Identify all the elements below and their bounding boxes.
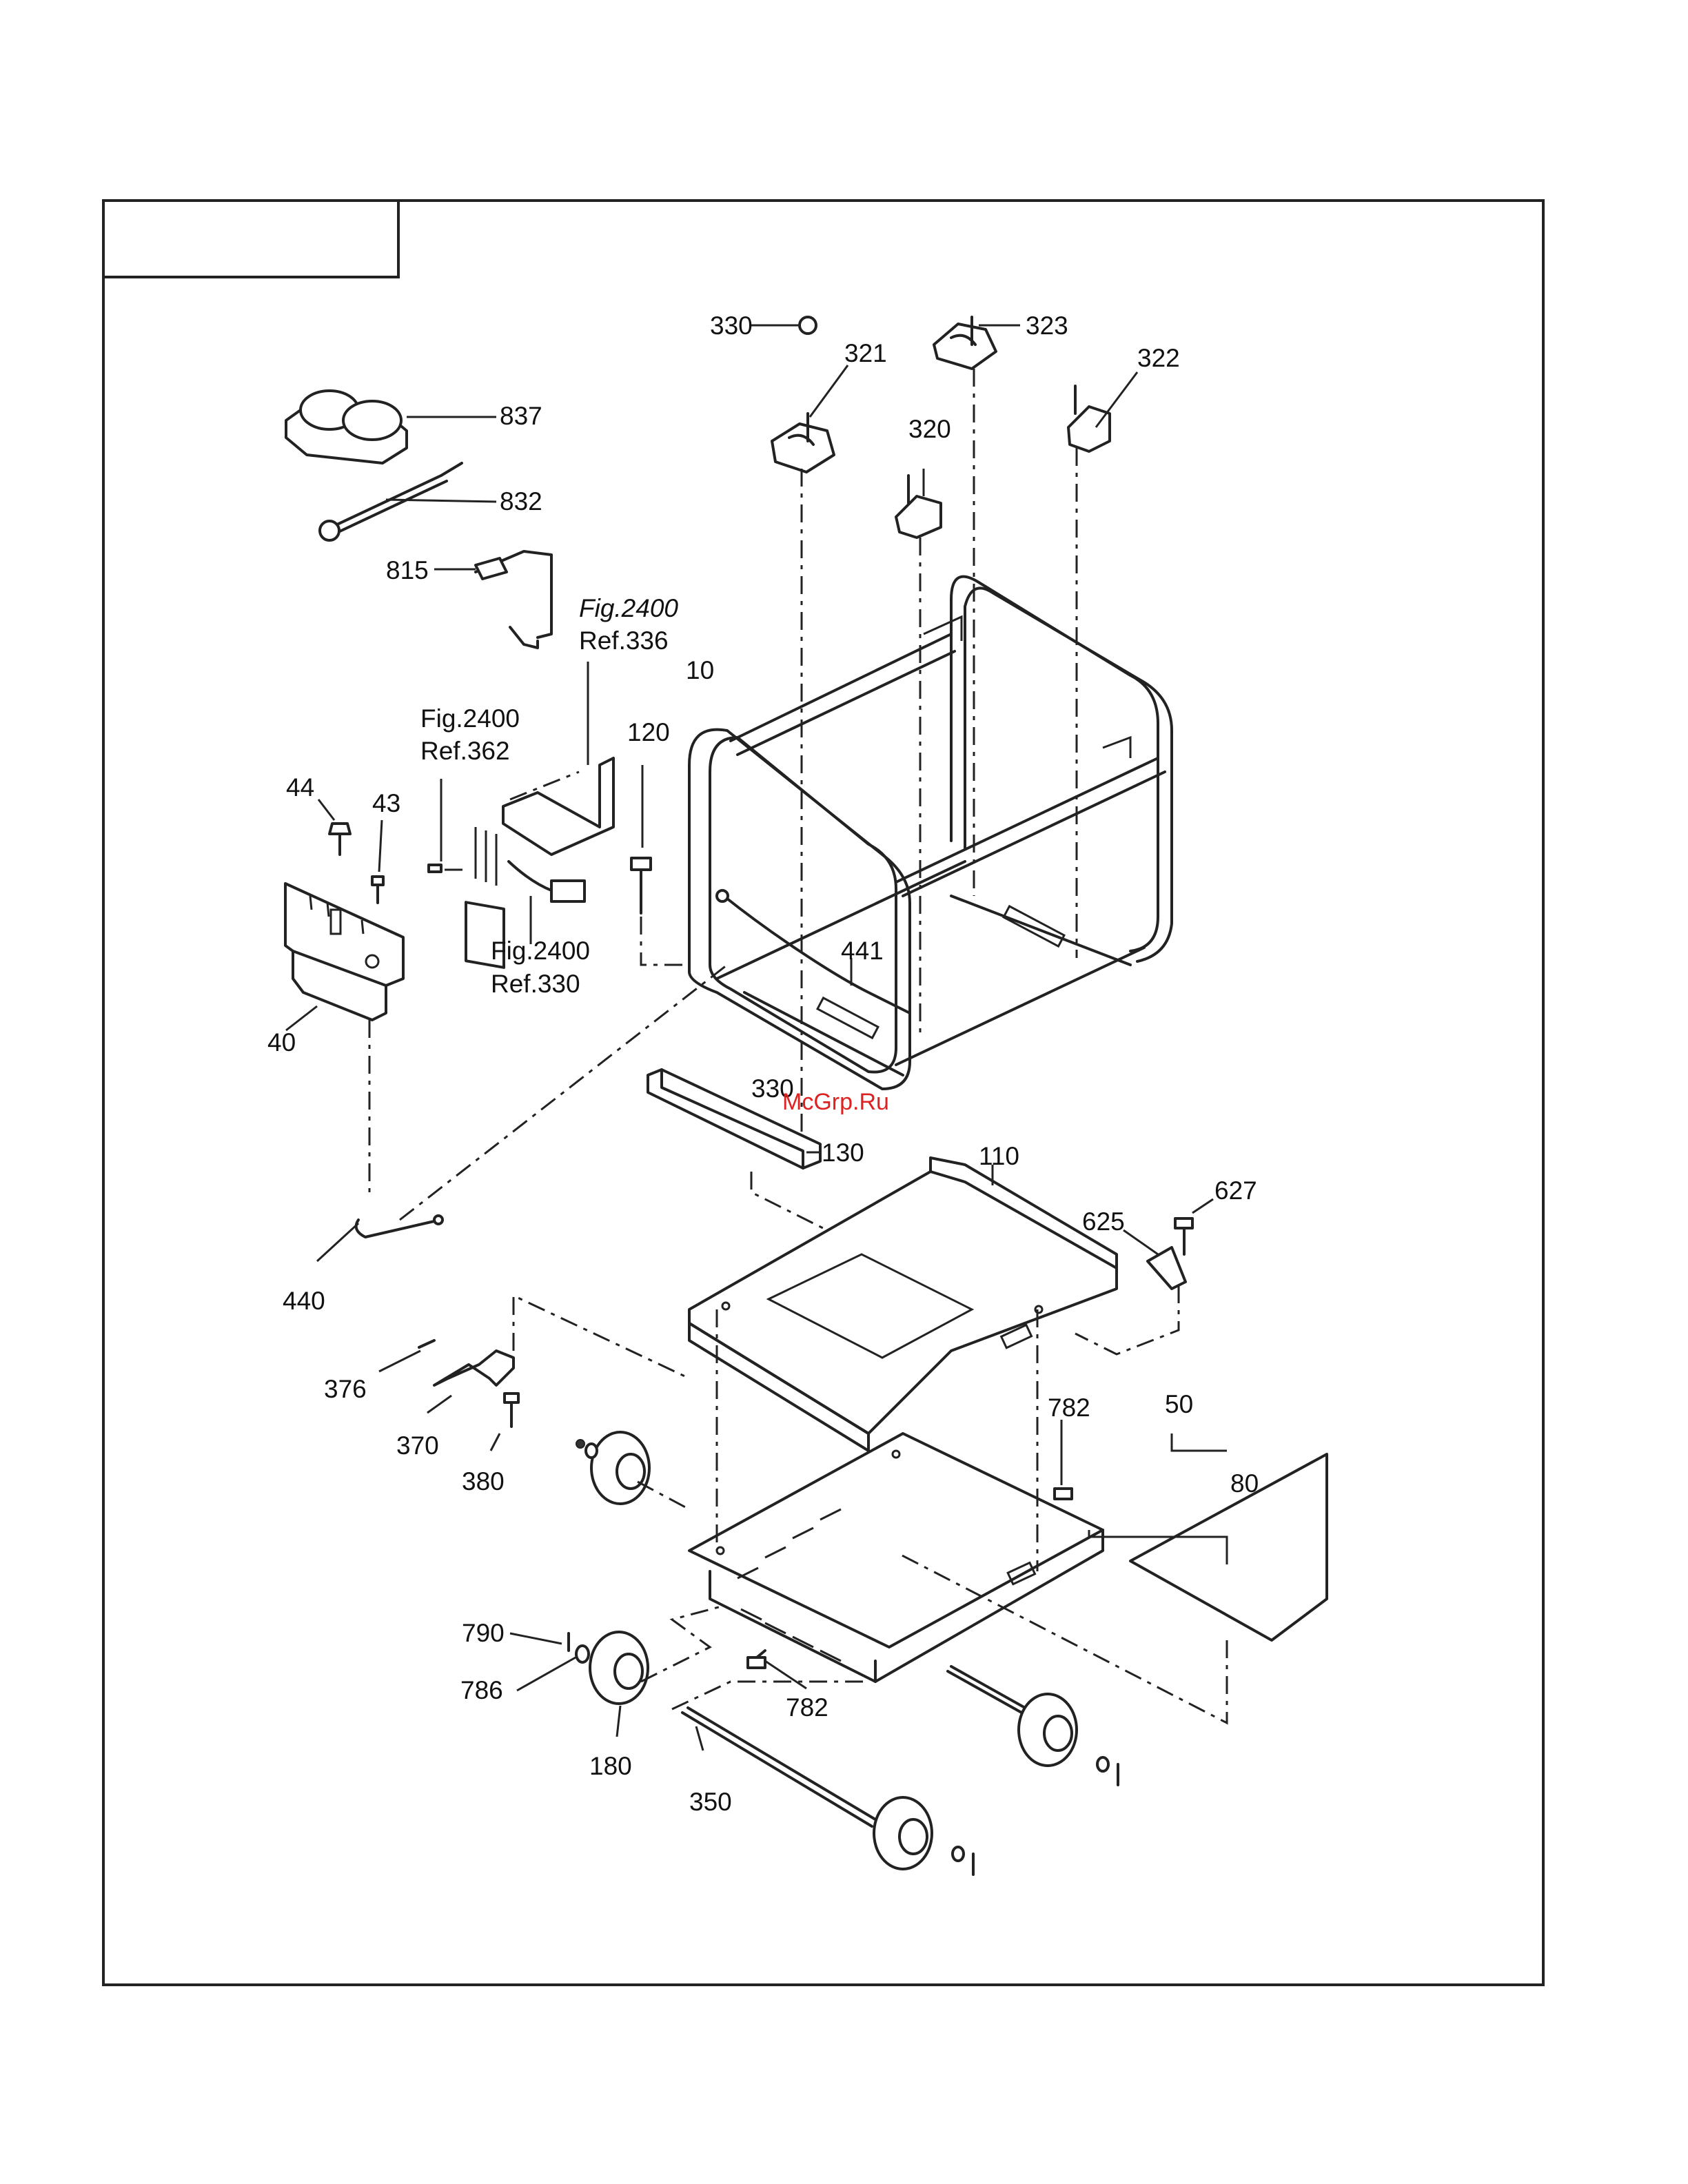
- wheel-top-left: [576, 1432, 689, 1509]
- label-40: 40: [267, 1028, 296, 1057]
- cover-837: [286, 391, 496, 463]
- bolt-627: [1175, 1199, 1213, 1254]
- label-441: 441: [841, 937, 884, 965]
- label-625: 625: [1082, 1207, 1125, 1236]
- bolt-380: [491, 1296, 689, 1451]
- label-786: 786: [460, 1676, 503, 1704]
- bolt-43: [372, 820, 383, 903]
- wheel-bottom-right: [874, 1797, 973, 1875]
- label-782-top: 782: [1048, 1394, 1090, 1422]
- mount-320: [896, 469, 941, 538]
- battery-tray-40: [285, 884, 403, 1030]
- wheel-right: [1019, 1694, 1118, 1785]
- bracket-ref336: [503, 662, 613, 855]
- label-321: 321: [844, 339, 887, 367]
- label-782-bottom: 782: [786, 1693, 828, 1722]
- label-fig-ref336-line1: Fig.2400: [579, 594, 678, 622]
- label-320: 320: [908, 415, 951, 443]
- label-130: 130: [822, 1139, 864, 1167]
- pin-376: [379, 1340, 434, 1371]
- label-10: 10: [686, 656, 714, 684]
- label-322: 322: [1137, 344, 1180, 372]
- mount-322: [1068, 372, 1137, 451]
- label-350: 350: [689, 1788, 732, 1816]
- pin-790: [510, 1633, 569, 1651]
- label-627: 627: [1214, 1176, 1257, 1205]
- label-43: 43: [372, 789, 400, 817]
- cable-832: [320, 463, 496, 540]
- label-440: 440: [283, 1287, 325, 1315]
- strap-815: [434, 551, 551, 648]
- label-fig-ref336-line2: Ref.336: [579, 626, 669, 655]
- bolt-782-top: [1055, 1420, 1072, 1499]
- nut-330-top: [751, 317, 816, 334]
- label-fig-ref330-line1: Fig.2400: [491, 937, 590, 965]
- label-323: 323: [1026, 312, 1068, 340]
- label-fig-ref362-line2: Ref.362: [420, 737, 510, 765]
- watermark: McGrp.Ru: [782, 1089, 889, 1115]
- label-815: 815: [386, 556, 429, 584]
- mount-323: [934, 317, 1020, 369]
- label-44: 44: [286, 773, 314, 802]
- label-80: 80: [1230, 1469, 1259, 1498]
- label-50: 50: [1165, 1390, 1193, 1418]
- title-box: [103, 201, 398, 277]
- label-790: 790: [462, 1619, 505, 1647]
- label-837: 837: [500, 402, 542, 430]
- frame-10: [689, 577, 1172, 1089]
- label-180: 180: [589, 1752, 632, 1780]
- mount-321: [772, 365, 848, 472]
- label-832: 832: [500, 487, 542, 516]
- label-370: 370: [396, 1431, 439, 1460]
- label-fig-ref330-line2: Ref.330: [491, 970, 580, 998]
- label-fig-ref362-line1: Fig.2400: [420, 704, 520, 733]
- label-110: 110: [979, 1142, 1019, 1170]
- label-380: 380: [462, 1467, 505, 1496]
- label-120: 120: [627, 718, 670, 746]
- bolt-782-bottom: [748, 1651, 806, 1688]
- label-330-top: 330: [710, 312, 753, 340]
- label-376: 376: [324, 1375, 367, 1403]
- bolt-120: [631, 765, 689, 965]
- bracket-370: [427, 1351, 513, 1413]
- bolt-44: [318, 799, 350, 855]
- washer-786: [517, 1646, 589, 1691]
